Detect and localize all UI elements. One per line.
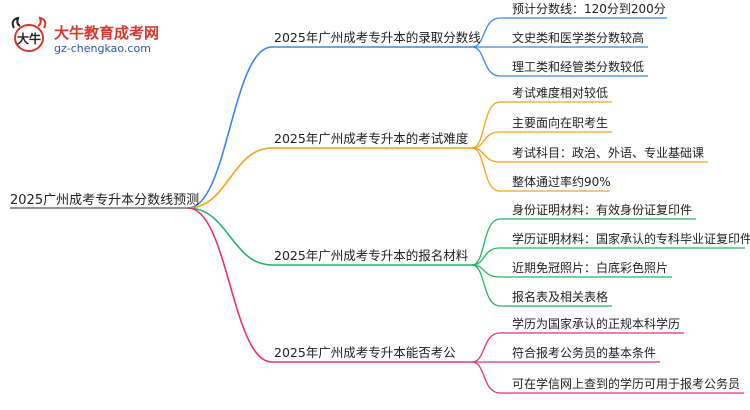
leaf-node: 理工类和经管类分数较低 (512, 59, 644, 74)
leaf-node: 文史类和医学类分数较高 (512, 30, 644, 45)
branch-node: 2025年广州成考专升本能否考公 (274, 345, 456, 360)
leaf-link (471, 361, 501, 394)
leaf-link (471, 147, 501, 192)
leaf-link (471, 247, 501, 266)
root-node: 2025广州成考专升本分数线预测 (10, 193, 199, 208)
logo-mark-text: 大牛 (17, 31, 41, 46)
branch-link (187, 207, 273, 363)
leaf-node: 学历证明材料：国家承认的专科毕业证复印件 (512, 231, 750, 246)
logo-title: 大牛教育成考网 (54, 24, 160, 42)
leaf-node: 学历为国家承认的正规本科学历 (512, 316, 680, 331)
branch-node: 2025年广州成考专升本的录取分数线 (274, 30, 481, 45)
branch-link (187, 147, 273, 209)
leaf-link (471, 332, 501, 363)
bull-logo-icon: 大牛 (11, 16, 47, 52)
branch-node: 2025年广州成考专升本的报名材料 (274, 248, 469, 263)
leaf-node: 考试科目：政治、外语、专业基础课 (512, 145, 704, 160)
leaf-node: 符合报考公务员的基本条件 (512, 345, 656, 360)
leaf-link (471, 46, 501, 77)
leaf-node: 报名表及相关表格 (512, 289, 608, 304)
leaf-node: 整体通过率约90% (512, 174, 611, 189)
leaf-node: 主要面向在职考生 (512, 115, 608, 130)
leaf-link (471, 264, 501, 307)
leaf-node: 身份证明材料：有效身份证复印件 (512, 202, 692, 217)
leaf-link (471, 17, 501, 48)
logo-url: gz-chengkao.com (54, 42, 151, 55)
leaf-link (471, 101, 501, 149)
leaf-node: 考试难度相对较低 (512, 85, 608, 100)
leaf-node: 预计分数线：120分到200分 (512, 1, 666, 16)
leaf-node: 近期免冠照片：白底彩色照片 (512, 260, 668, 275)
leaf-node: 可在学信网上查到的学历可用于报考公务员 (512, 376, 740, 391)
leaf-link (471, 131, 501, 149)
branch-node: 2025年广州成考专升本的考试难度 (274, 131, 469, 146)
leaf-link (471, 218, 501, 266)
branch-link (187, 46, 273, 209)
site-logo[interactable]: 大牛 大牛教育成考网 gz-chengkao.com (8, 12, 178, 60)
branch-link (187, 207, 273, 266)
